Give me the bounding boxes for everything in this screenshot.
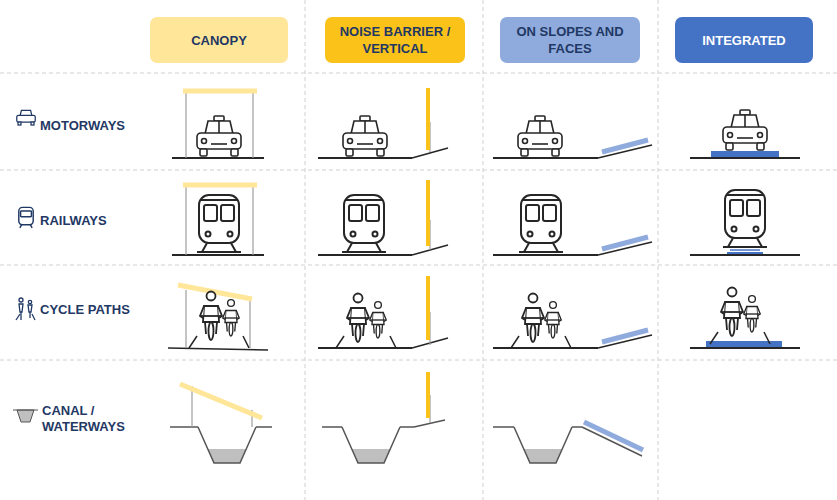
column-header: NOISE BARRIER / VERTICAL bbox=[325, 17, 465, 63]
column-header: CANOPY bbox=[150, 17, 288, 63]
row-label: MOTORWAYS bbox=[40, 118, 160, 134]
header-text: NOISE BARRIER / VERTICAL bbox=[333, 23, 457, 57]
column-header: INTEGRATED bbox=[675, 17, 813, 63]
row-label: CYCLE PATHS bbox=[40, 302, 160, 318]
header-text: INTEGRATED bbox=[702, 32, 786, 49]
row-label: CANAL / WATERWAYS bbox=[42, 403, 134, 435]
header-text: ON SLOPES AND FACES bbox=[508, 23, 632, 57]
column-header: ON SLOPES AND FACES bbox=[500, 17, 640, 63]
header-text: CANOPY bbox=[191, 32, 247, 49]
row-label: RAILWAYS bbox=[40, 213, 160, 229]
